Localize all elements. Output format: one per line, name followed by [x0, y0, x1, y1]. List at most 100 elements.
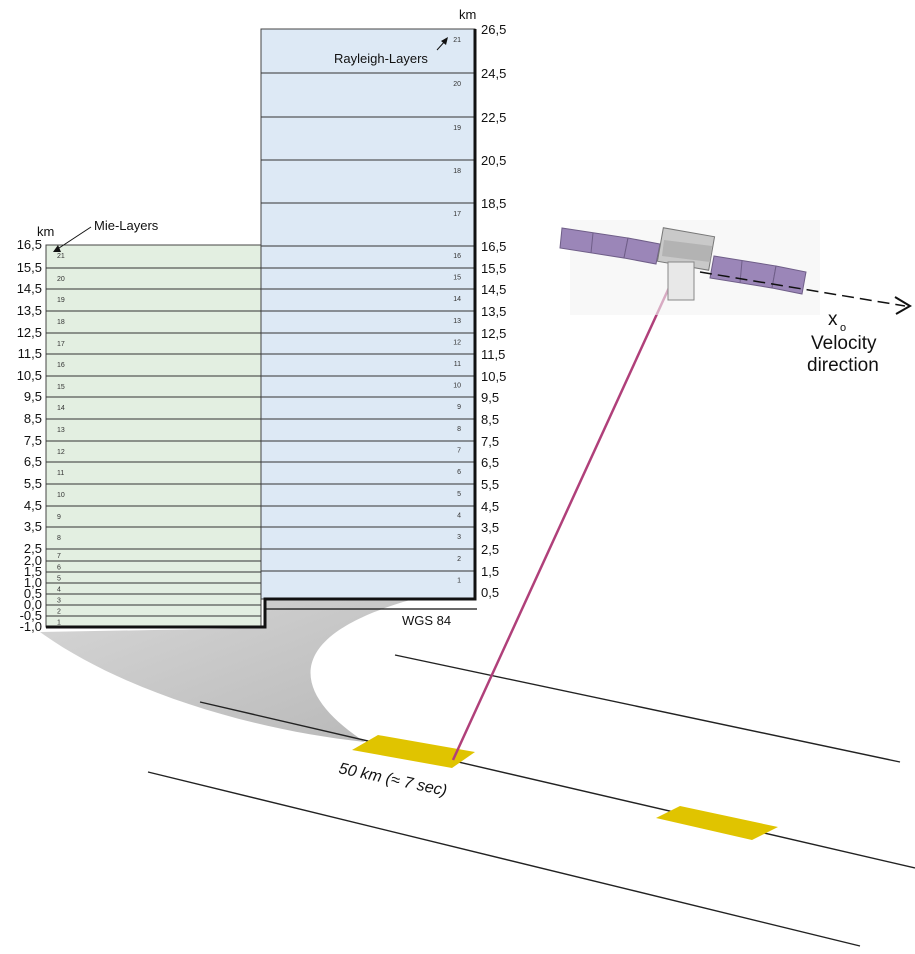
footprint-near: [352, 735, 475, 768]
satellite-icon: [559, 220, 820, 315]
velocity-symbol: x: [828, 309, 838, 330]
rayleigh-altitude-label: 4,5: [481, 499, 499, 514]
rayleigh-layer-number: 2: [457, 556, 461, 563]
mie-altitude-label: -1,0: [20, 619, 42, 634]
rayleigh-layer-number: 9: [457, 404, 461, 411]
rayleigh-layer-number: 7: [457, 448, 461, 455]
rayleigh-layer-number: 12: [453, 340, 461, 347]
rayleigh-layer-number: 4: [457, 513, 461, 520]
mie-altitude-label: 16,5: [17, 237, 42, 252]
mie-layer-number: 13: [57, 427, 65, 434]
mie-layer-number: 14: [57, 405, 65, 412]
mie-altitude-label: 5,5: [24, 476, 42, 491]
mie-layer-number: 6: [57, 564, 61, 571]
rayleigh-altitude-label: 1,5: [481, 564, 499, 579]
velocity-line1: Velocity: [811, 333, 877, 354]
mie-altitude-label: 1,0: [24, 575, 42, 590]
rayleigh-layer-number: 21: [453, 37, 461, 44]
rayleigh-altitude-label: 8,5: [481, 412, 499, 427]
mie-layer-number: 16: [57, 362, 65, 369]
mie-layer-number: 12: [57, 449, 65, 456]
rayleigh-altitude-label: 6,5: [481, 455, 499, 470]
mie-layer-number: 21: [57, 253, 65, 260]
rayleigh-layer-number: 20: [453, 81, 461, 88]
mie-altitude-label: 4,5: [24, 498, 42, 513]
mie-layer-number: 18: [57, 319, 65, 326]
ground-track-line: [394, 654, 901, 763]
mie-title: Mie-Layers: [94, 218, 159, 233]
mie-altitude-label: 14,5: [17, 281, 42, 296]
rayleigh-layer-number: 11: [454, 361, 461, 368]
mie-arrowhead: [53, 245, 61, 252]
mie-layer-number: 19: [57, 297, 65, 304]
mie-layer-number: 17: [57, 341, 65, 348]
rayleigh-altitude-label: 22,5: [481, 110, 506, 125]
mie-layer-number: 15: [57, 384, 65, 391]
mie-layer-number: 2: [57, 608, 61, 615]
mie-altitude-label: 11,5: [18, 346, 42, 361]
rayleigh-altitude-label: 15,5: [481, 261, 506, 276]
rayleigh-altitude-label: 24,5: [481, 66, 506, 81]
rayleigh-altitude-label: 14,5: [481, 282, 506, 297]
mie-layer-number: 9: [57, 514, 61, 521]
rayleigh-altitude-label: 13,5: [481, 304, 506, 319]
ground-track-line: [199, 701, 915, 869]
rayleigh-layer-number: 15: [453, 275, 461, 282]
rayleigh-altitude-label: 0,5: [481, 585, 499, 600]
rayleigh-altitude-label: 12,5: [481, 326, 506, 341]
rayleigh-title: Rayleigh-Layers: [334, 51, 428, 66]
mie-layer-number: 10: [57, 492, 65, 499]
rayleigh-altitude-label: 10,5: [481, 369, 506, 384]
footprint-label: 50 km (≈ 7 sec): [337, 760, 448, 800]
footprint-far: [656, 806, 778, 840]
mie-altitude-label: 9,5: [24, 389, 42, 404]
column-outline: [46, 29, 477, 629]
rayleigh-layer-number: 16: [453, 253, 461, 260]
wgs84-label: WGS 84: [402, 613, 451, 628]
laser-beam: [451, 267, 680, 761]
mie-altitude-label: -0,5: [20, 608, 42, 623]
rayleigh-layer-number: 19: [453, 125, 461, 132]
mie-altitude-label: 2,0: [24, 553, 42, 568]
rayleigh-arrowhead: [441, 37, 448, 45]
rayleigh-layer-number: 8: [457, 426, 461, 433]
projection-cone: [40, 600, 410, 742]
rayleigh-altitude-label: 7,5: [481, 434, 499, 449]
mie-layer-number: 8: [57, 535, 61, 542]
mie-unit: km: [37, 224, 54, 239]
velocity-line2: direction: [807, 355, 879, 376]
mie-layer-number: 1: [57, 619, 61, 626]
rayleigh-unit: km: [459, 7, 476, 22]
mie-layer-number: 11: [57, 470, 64, 477]
mie-altitude-label: 6,5: [24, 454, 42, 469]
mie-altitude-label: 1,5: [24, 564, 42, 579]
mie-altitude-label: 0,0: [24, 597, 42, 612]
mie-altitude-label: 15,5: [17, 260, 42, 275]
rayleigh-layer-number: 13: [453, 318, 461, 325]
mie-altitude-label: 7,5: [24, 433, 42, 448]
rayleigh-altitude-label: 20,5: [481, 153, 506, 168]
mie-altitude-label: 0,5: [24, 586, 42, 601]
mie-layer-number: 4: [57, 586, 61, 593]
rayleigh-layer-number: 17: [453, 211, 461, 218]
rayleigh-altitude-label: 5,5: [481, 477, 499, 492]
rayleigh-layer-number: 6: [457, 469, 461, 476]
velocity-arrowhead: [894, 296, 912, 315]
rayleigh-altitude-label: 9,5: [481, 390, 499, 405]
velocity-arrow: [699, 271, 906, 307]
rayleigh-altitude-label: 11,5: [481, 347, 505, 362]
velocity-subscript: o: [840, 322, 846, 334]
mie-layer-number: 7: [57, 553, 61, 560]
mie-altitude-label: 10,5: [17, 368, 42, 383]
mie-altitude-label: 3,5: [24, 519, 42, 534]
mie-altitude-label: 13,5: [17, 303, 42, 318]
rayleigh-layer-number: 5: [457, 491, 461, 498]
rayleigh-altitude-label: 2,5: [481, 542, 499, 557]
rayleigh-layer-number: 1: [457, 578, 461, 585]
rayleigh-altitude-label: 16,5: [481, 239, 506, 254]
rayleigh-layer-number: 18: [453, 168, 461, 175]
rayleigh-altitude-label: 3,5: [481, 520, 499, 535]
mie-layer-number: 3: [57, 597, 61, 604]
mie-title-arrow: [55, 226, 92, 251]
